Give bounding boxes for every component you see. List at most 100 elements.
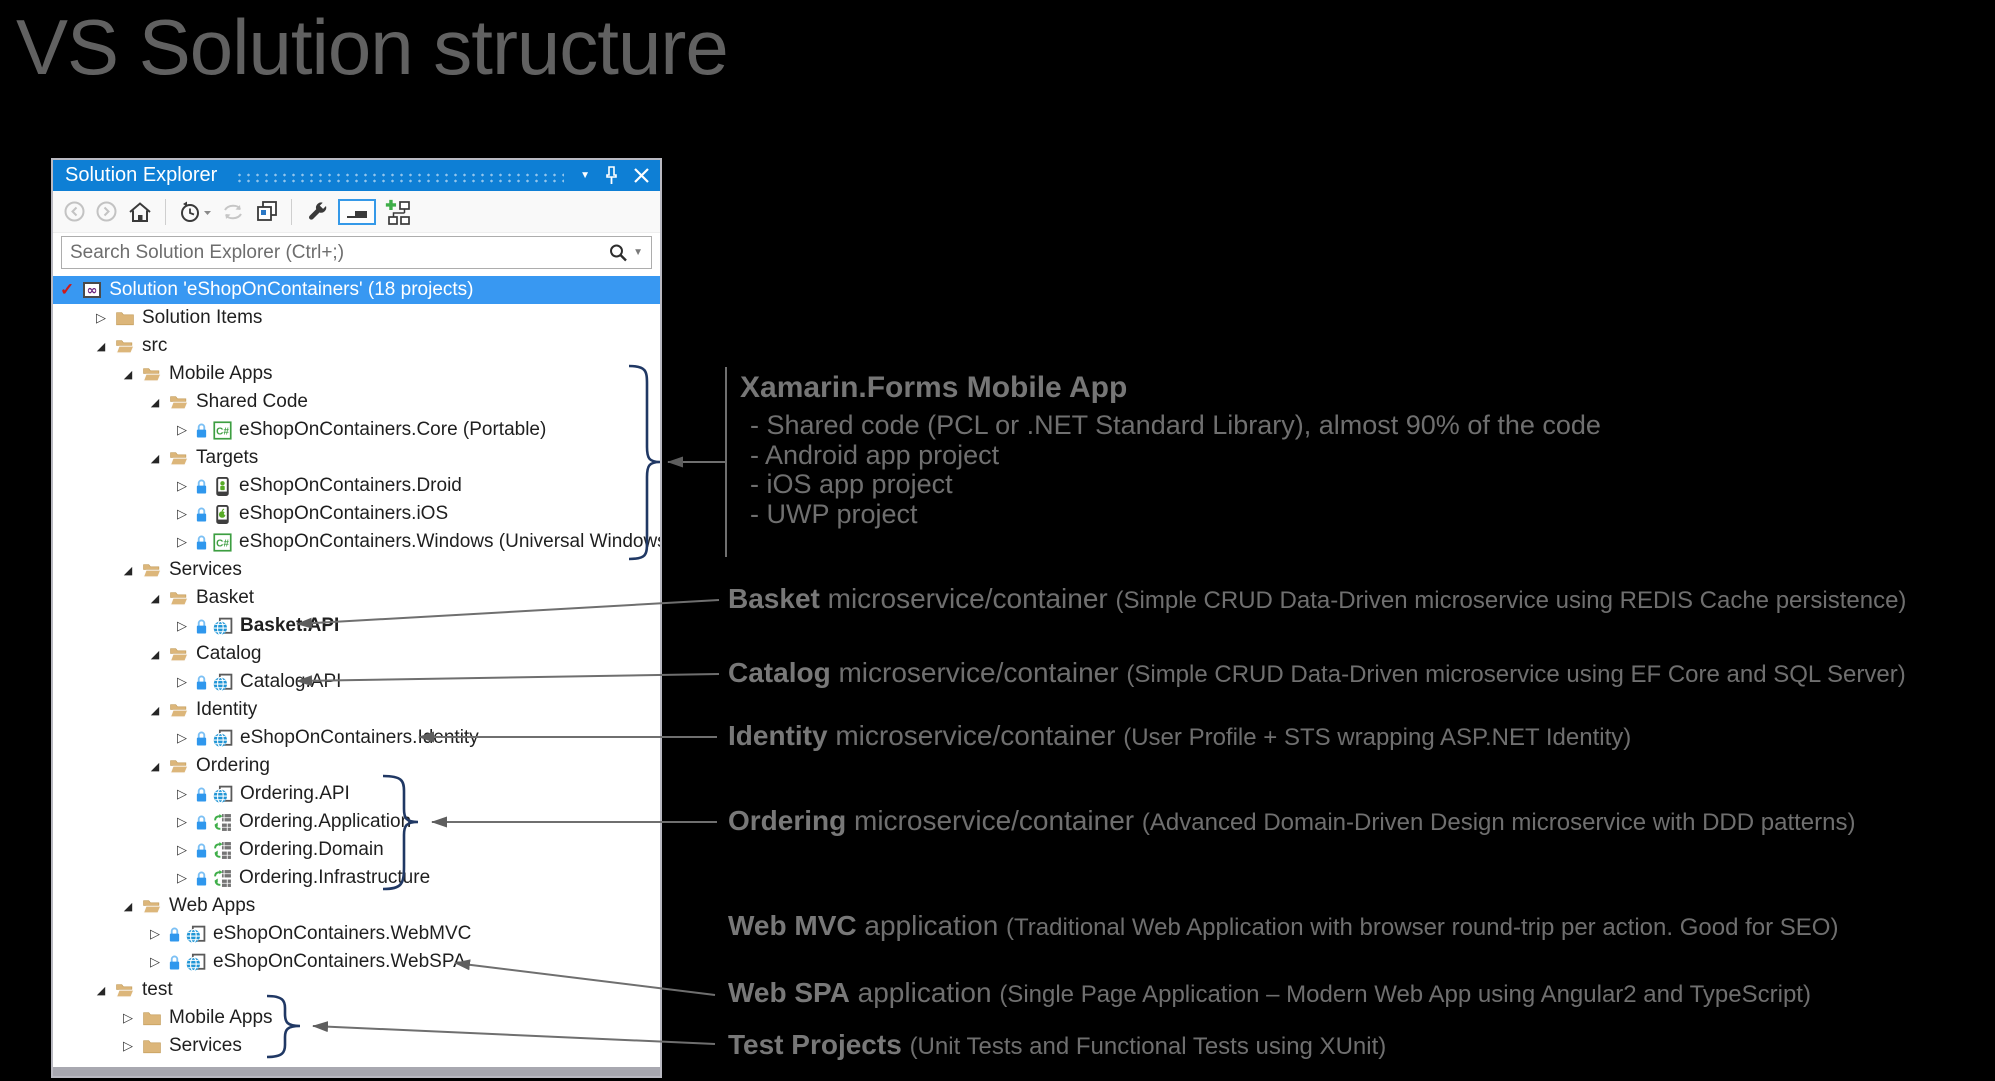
- sync-with-active-document-icon[interactable]: [385, 199, 412, 225]
- tree-item-eshoponcontainers-identity[interactable]: ▷eShopOnContainers.Identity: [53, 724, 660, 752]
- tree-item-basket[interactable]: ◢Basket: [53, 584, 660, 612]
- tree-item-shared-code[interactable]: ◢ Shared Code: [53, 388, 660, 416]
- tree-item-ordering[interactable]: ◢Ordering: [53, 752, 660, 780]
- web-icon: [213, 673, 233, 692]
- callout-identity: Identity microservice/container (User Pr…: [728, 720, 1631, 752]
- expander-expanded-icon[interactable]: ◢: [96, 340, 106, 353]
- search-input[interactable]: [62, 241, 608, 264]
- home-icon[interactable]: [127, 200, 153, 224]
- expander-collapsed-icon[interactable]: ▷: [177, 506, 187, 521]
- lock-icon: [195, 814, 208, 831]
- expander-collapsed-icon[interactable]: ▷: [177, 842, 187, 857]
- expander-expanded-icon[interactable]: ◢: [150, 648, 160, 661]
- collapse-all-icon[interactable]: [254, 199, 279, 224]
- tree-item-targets[interactable]: ◢Targets: [53, 444, 660, 472]
- expander-expanded-icon[interactable]: ◢: [123, 368, 133, 381]
- annotation-mobile-app: Xamarin.Forms Mobile App - Shared code (…: [740, 371, 1640, 529]
- expander-collapsed-icon[interactable]: ▷: [177, 534, 187, 549]
- sync-icon[interactable]: [221, 200, 245, 224]
- tree-item-services[interactable]: ▷Services: [53, 1032, 660, 1060]
- lock-icon: [195, 534, 208, 551]
- callout-name: Identity: [728, 720, 828, 751]
- expander-collapsed-icon[interactable]: ▷: [177, 786, 187, 801]
- expander-expanded-icon[interactable]: ◢: [123, 564, 133, 577]
- expander-expanded-icon[interactable]: ◢: [150, 452, 160, 465]
- tree-item-catalog-api[interactable]: ▷ Catalog.API: [53, 668, 660, 696]
- tree-item-catalog[interactable]: ◢Catalog: [53, 640, 660, 668]
- tree-item-ordering-api[interactable]: ▷Ordering.API: [53, 780, 660, 808]
- close-icon[interactable]: [633, 167, 650, 184]
- web-icon: [186, 925, 206, 944]
- tree-item-label: eShopOnContainers.iOS: [239, 503, 449, 524]
- web-icon: [186, 953, 206, 972]
- svg-text:∞: ∞: [87, 284, 98, 299]
- titlebar[interactable]: Solution Explorer ▼: [53, 160, 660, 191]
- tree-item-label: Shared Code: [196, 391, 308, 412]
- expander-expanded-icon[interactable]: ◢: [150, 704, 160, 717]
- tree-item-eshoponcontainers-webmvc[interactable]: ▷eShopOnContainers.WebMVC: [53, 920, 660, 948]
- expander-collapsed-icon[interactable]: ▷: [177, 814, 187, 829]
- titlebar-grip[interactable]: [235, 171, 565, 184]
- tree-item-src[interactable]: ◢src: [53, 332, 660, 360]
- expander-expanded-icon[interactable]: ◢: [123, 900, 133, 913]
- tree-item-label: Ordering.Application: [239, 811, 412, 832]
- lock-icon: [195, 786, 208, 803]
- expander-collapsed-icon[interactable]: ▷: [177, 674, 187, 689]
- expander-collapsed-icon[interactable]: ▷: [96, 310, 106, 325]
- expander-collapsed-icon[interactable]: ▷: [177, 478, 187, 493]
- expander-collapsed-icon[interactable]: ▷: [150, 926, 160, 941]
- tree-item-test[interactable]: ◢test: [53, 976, 660, 1004]
- expander-collapsed-icon[interactable]: ▷: [177, 730, 187, 745]
- expander-collapsed-icon[interactable]: ▷: [123, 1038, 133, 1053]
- forward-icon[interactable]: [95, 200, 118, 223]
- tree-item-mobile-apps[interactable]: ▷ Mobile Apps: [53, 1004, 660, 1032]
- chevron-down-icon[interactable]: ▼: [633, 247, 643, 258]
- solution-explorer-window: Solution Explorer ▼ ▼ ✓∞So: [51, 158, 662, 1078]
- callout-webmvc: Web MVC application (Traditional Web App…: [728, 910, 1838, 942]
- expander-collapsed-icon[interactable]: ▷: [177, 422, 187, 437]
- callout-name: Basket: [728, 583, 820, 614]
- tree-item-eshoponcontainers-windows-universal-windows[interactable]: ▷C#eShopOnContainers.Windows (Universal …: [53, 528, 660, 556]
- expander-expanded-icon[interactable]: ◢: [150, 592, 160, 605]
- tree-item-eshoponcontainers-webspa[interactable]: ▷eShopOnContainers.WebSPA: [53, 948, 660, 976]
- callout-rest: microservice/container: [827, 583, 1108, 614]
- pin-icon[interactable]: [604, 166, 619, 185]
- properties-wrench-icon[interactable]: [304, 199, 329, 224]
- folder-open-icon: [115, 337, 135, 356]
- tree-item-ordering-application[interactable]: ▷ Ordering.Application: [53, 808, 660, 836]
- tree-item-eshoponcontainers-core-portable[interactable]: ▷C#eShopOnContainers.Core (Portable): [53, 416, 660, 444]
- callout-paren: (Single Page Application – Modern Web Ap…: [999, 981, 1811, 1008]
- pending-changes-filter-icon[interactable]: [178, 200, 212, 224]
- tree-item-ordering-infrastructure[interactable]: ▷Ordering.Infrastructure: [53, 864, 660, 892]
- tree-item-identity[interactable]: ◢Identity: [53, 696, 660, 724]
- tree-item-solution-items[interactable]: ▷Solution Items: [53, 304, 660, 332]
- back-icon[interactable]: [63, 200, 86, 223]
- preview-selected-items-icon[interactable]: [338, 198, 376, 225]
- expander-collapsed-icon[interactable]: ▷: [177, 870, 187, 885]
- window-title: Solution Explorer: [65, 164, 218, 186]
- chevron-down-icon[interactable]: ▼: [580, 169, 590, 181]
- expander-collapsed-icon[interactable]: ▷: [150, 954, 160, 969]
- search-icon[interactable]: [607, 242, 629, 264]
- lock-icon: [195, 842, 208, 859]
- folder-open-icon: [142, 365, 162, 384]
- tree-item-label: Mobile Apps: [169, 1007, 273, 1028]
- tree-item-ordering-domain[interactable]: ▷Ordering.Domain: [53, 836, 660, 864]
- web-icon: [213, 729, 233, 748]
- expander-collapsed-icon[interactable]: ▷: [177, 618, 187, 633]
- expander-expanded-icon[interactable]: ◢: [96, 984, 106, 997]
- expander-collapsed-icon[interactable]: ▷: [123, 1010, 133, 1025]
- tree-item-basket-api[interactable]: ▷Basket.API: [53, 612, 660, 640]
- tree-item-solution-eshoponcontainers-18-projects[interactable]: ✓∞Solution 'eShopOnContainers' (18 proje…: [53, 276, 660, 304]
- tree-item-eshoponcontainers-ios[interactable]: ▷ eShopOnContainers.iOS: [53, 500, 660, 528]
- tree-item-mobile-apps[interactable]: ◢Mobile Apps: [53, 360, 660, 388]
- expander-expanded-icon[interactable]: ◢: [150, 760, 160, 773]
- page-title: VS Solution structure: [16, 3, 729, 91]
- tree-item-services[interactable]: ◢Services: [53, 556, 660, 584]
- folder-closed-icon: [142, 1037, 162, 1056]
- tree-item-web-apps[interactable]: ◢Web Apps: [53, 892, 660, 920]
- tree-item-eshoponcontainers-droid[interactable]: ▷eShopOnContainers.Droid: [53, 472, 660, 500]
- expander-expanded-icon[interactable]: ◢: [150, 396, 160, 409]
- callout-name: Test Projects: [728, 1029, 902, 1060]
- tree-item-label: Catalog.API: [240, 671, 342, 692]
